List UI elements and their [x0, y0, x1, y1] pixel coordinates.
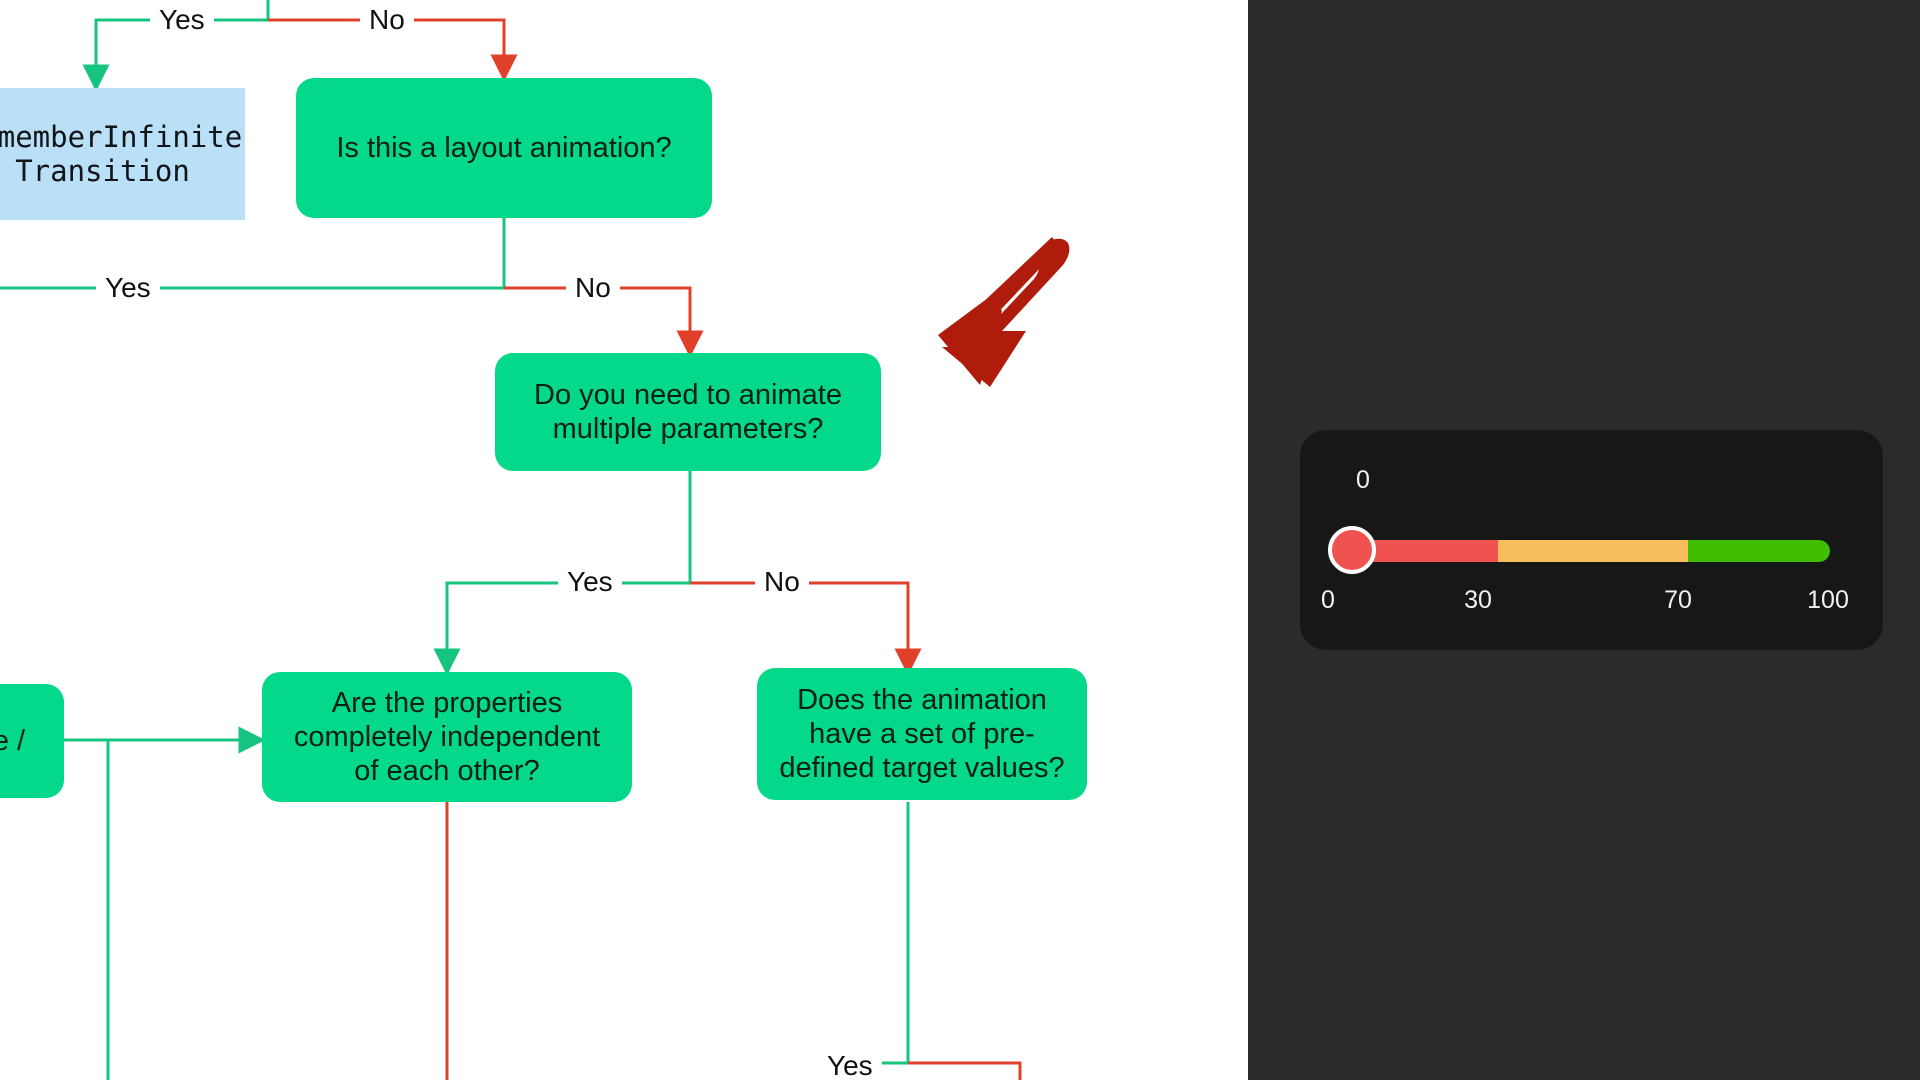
node-multiple-parameters[interactable]: Do you need to animate multiple paramete… [495, 353, 881, 471]
slider-thumb[interactable] [1328, 526, 1376, 574]
edge-label-yes-mid: Yes [96, 274, 160, 302]
slider-tick-100: 100 [1807, 586, 1849, 614]
edge-label-no-lower: No [755, 568, 809, 596]
slider-track[interactable] [1356, 540, 1830, 562]
flowchart-canvas: rememberInfinite Transition Is this a la… [0, 0, 1087, 1080]
edge-label-no-mid: No [566, 274, 620, 302]
node-label: e / [0, 724, 26, 757]
node-left-partial[interactable]: e / [0, 684, 64, 798]
slider-segment-mid [1498, 540, 1688, 562]
slider-card: 0 0 30 70 100 [1300, 430, 1883, 650]
slider-track-area[interactable] [1328, 526, 1856, 574]
slider-segment-low [1356, 540, 1499, 562]
node-remember-infinite-transition[interactable]: rememberInfinite Transition [0, 88, 245, 220]
slider-tick-70: 70 [1664, 586, 1692, 614]
node-label: Does the animation have a set of pre-def… [779, 683, 1065, 785]
edge-label-yes-top: Yes [150, 6, 214, 34]
node-predefined-target-values[interactable]: Does the animation have a set of pre-def… [757, 668, 1087, 800]
slider-tick-labels: 0 30 70 100 [1321, 586, 1849, 618]
node-label: Do you need to animate multiple paramete… [534, 378, 842, 445]
red-arrow-annotation-icon [938, 237, 1070, 387]
device-preview-pane: 0 0 30 70 100 [1248, 0, 1920, 1080]
node-is-layout-animation[interactable]: Is this a layout animation? [296, 78, 712, 218]
slider-tick-0: 0 [1321, 586, 1335, 614]
node-label: Are the properties completely independen… [293, 686, 601, 788]
node-properties-independent[interactable]: Are the properties completely independen… [262, 672, 632, 802]
node-label: rememberInfinite Transition [0, 119, 243, 188]
slider-tick-30: 30 [1464, 586, 1492, 614]
edge-label-no-top: No [360, 6, 414, 34]
edge-label-yes-lower: Yes [558, 568, 622, 596]
slider-value-readout: 0 [1356, 466, 1370, 494]
edge-label-yes-bottom: Yes [818, 1052, 882, 1080]
node-label: Is this a layout animation? [336, 131, 672, 164]
slider-segment-high [1687, 540, 1830, 562]
